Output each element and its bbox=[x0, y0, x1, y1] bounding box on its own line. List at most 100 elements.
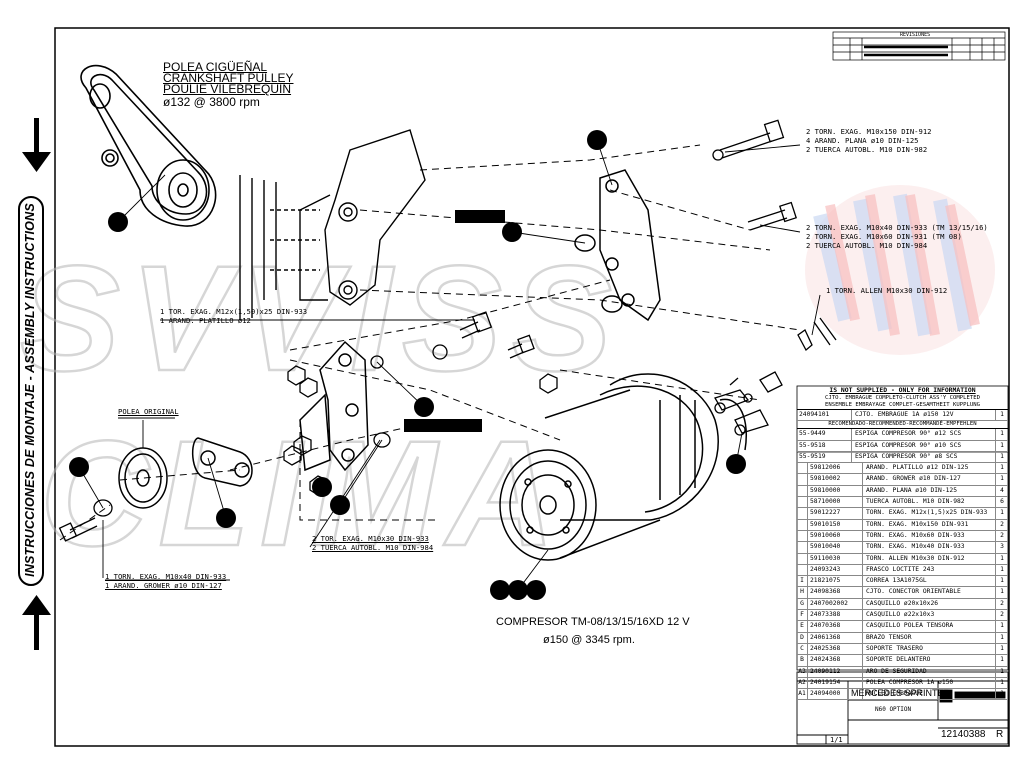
bom-code: 59012227 bbox=[810, 509, 841, 517]
note-allen-bolt: 1 TORN. ALLEN M10x30 DIN-912 bbox=[826, 286, 948, 295]
bom-item-letter: H bbox=[797, 587, 808, 598]
bolt-m10x40 bbox=[747, 201, 797, 231]
bom-qty: 6 bbox=[995, 497, 1008, 508]
bom-code: 24070368 bbox=[810, 622, 841, 630]
bom-desc: ARO DE SEGURIDAD bbox=[862, 666, 995, 677]
title-vehicle: MERCEDES SPRINTER bbox=[851, 688, 951, 698]
bom-qty: 4 bbox=[995, 485, 1008, 497]
bom-code: 59812006 bbox=[810, 464, 841, 472]
bom-code: 58710000 bbox=[810, 498, 841, 506]
bom-desc: ESPIGA COMPRESOR 90° ø10 SCS bbox=[851, 440, 995, 451]
note-mid-bolts-1: 2 TORN. EXAG. M10x40 DIN-933 (TM 13/15/1… bbox=[806, 223, 988, 232]
bom-code: 59810000 bbox=[810, 486, 841, 494]
bom-item-letter bbox=[797, 474, 808, 485]
bom-item-letter: I bbox=[797, 576, 808, 587]
note-top-bolts-1: 2 TORN. EXAG. M10x150 DIN-912 bbox=[806, 127, 932, 136]
bom-desc: ARAND. PLANA ø10 DIN-125 bbox=[862, 485, 995, 497]
bom-qty: 1 bbox=[995, 576, 1008, 587]
bom-qty: 2 bbox=[995, 598, 1008, 610]
note-top-bolts-2: 4 ARAND. PLANA ø10 DIN-125 bbox=[806, 136, 919, 145]
bom-qty: 3 bbox=[995, 542, 1008, 553]
bom-code: 24061368 bbox=[810, 633, 841, 641]
bom-qty: 1 bbox=[995, 643, 1008, 655]
title-scale: 1/1 bbox=[830, 736, 843, 744]
tensioner-arm bbox=[191, 437, 253, 487]
bom-desc: ESPIGA COMPRESOR 90° ø8 SCS bbox=[851, 451, 995, 463]
bom-not-supplied: IS NOT SUPPLIED - ONLY FOR INFORMATION bbox=[829, 386, 976, 394]
bom-code: 2407002002 bbox=[810, 599, 848, 607]
bom-qty: 2 bbox=[995, 610, 1008, 621]
bom-code: 24019154 bbox=[810, 678, 841, 686]
bom-desc: TUERCA AUTOBL. M10 DIN-982 bbox=[862, 497, 995, 508]
revisions-table bbox=[832, 31, 1006, 61]
title-revision: R bbox=[996, 729, 1004, 740]
bom-qty: 1 bbox=[995, 632, 1008, 643]
compressor-spec-label: ø150 @ 3345 rpm. bbox=[543, 634, 635, 646]
bom-desc: TORN. ALLEN M10x30 DIN-912 bbox=[862, 553, 995, 564]
bom-code: 59810002 bbox=[810, 475, 841, 483]
bom-item-letter bbox=[797, 519, 808, 530]
bom-item-letter bbox=[797, 497, 808, 508]
bom-qty: 1 bbox=[995, 474, 1008, 485]
bolt-m12 bbox=[459, 311, 535, 359]
bom-desc: ARAND. GROWER ø10 DIN-127 bbox=[862, 474, 995, 485]
bom-item-letter bbox=[797, 508, 808, 519]
bom-qty: 1 bbox=[995, 429, 1008, 440]
bom-item-letter bbox=[797, 542, 808, 553]
bom-desc: CASQUILLO ø22x10x3 bbox=[862, 610, 995, 621]
bom-item-letter bbox=[797, 485, 808, 497]
bom-code: 59010040 bbox=[810, 543, 841, 551]
crankshaft-label-es: POLEA CIGÜEÑAL bbox=[163, 60, 268, 74]
bom-code: 59010150 bbox=[810, 520, 841, 528]
bom-qty: 1 bbox=[995, 587, 1008, 598]
bom-code: 21821075 bbox=[810, 577, 841, 585]
title-block-frame bbox=[796, 671, 1009, 745]
bom-qty: 1 bbox=[995, 463, 1008, 474]
front-bracket bbox=[299, 340, 369, 472]
svg-text:SVVISS: SVVISS bbox=[20, 234, 622, 402]
note-m10x40-1: 1 TORN. EXAG. M10x40 DIN-933 bbox=[105, 572, 227, 581]
bom-item-letter: A3 bbox=[797, 666, 808, 677]
bom-code: 55-9518 bbox=[799, 441, 826, 449]
bom-desc: TORN. EXAG. M10x60 DIN-933 bbox=[862, 530, 995, 542]
bom-qty: 2 bbox=[995, 530, 1008, 542]
bom-desc: SOPORTE DELANTERO bbox=[862, 655, 995, 666]
bom-code: 24073388 bbox=[810, 611, 841, 619]
engine-block bbox=[239, 129, 426, 320]
bom-code: 59010060 bbox=[810, 531, 841, 539]
bom-desc: ARAND. PLATILLO ø12 DIN-125 bbox=[862, 463, 995, 474]
bom-item-letter bbox=[797, 564, 808, 576]
bolt-m10x40-lower bbox=[58, 517, 98, 542]
bom-qty: 1 bbox=[995, 508, 1008, 519]
bom-code: 24090112 bbox=[810, 667, 841, 675]
bom-clutch-header-2: ENSEMBLE EMBRAYAGE COMPLET-GESAMTHEIT KU… bbox=[797, 402, 1008, 410]
bom-desc: CJTO. CONECTOR ORIENTABLE bbox=[862, 587, 995, 598]
bom-qty: 1 bbox=[995, 655, 1008, 666]
watermark-logo: SVVISS CLIMA bbox=[19, 185, 995, 578]
bom-desc: CASQUILLO POLEA TENSORA bbox=[862, 621, 995, 632]
bom-clutch-row: 24094101 CJTO. EMBRAGUE 1A ø150 12V 1 bbox=[797, 410, 1008, 422]
crankshaft-belt bbox=[80, 64, 217, 227]
bom-item-letter: E bbox=[797, 621, 808, 632]
note-m12-2: 1 ARAND. PLATILLO ø12 bbox=[160, 316, 251, 325]
bom-qty: 2 bbox=[995, 519, 1008, 530]
bom-code: 24094101 bbox=[799, 411, 830, 418]
bom-qty: 1 bbox=[995, 440, 1008, 451]
bom-clutch-header-1: CJTO. EMBRAGUE COMPLETO-CLUTCH ASS'Y COM… bbox=[825, 395, 980, 401]
bom-desc: TORN. EXAG. M12x(1,5)x25 DIN-933 bbox=[862, 508, 995, 519]
compressor bbox=[499, 373, 747, 561]
